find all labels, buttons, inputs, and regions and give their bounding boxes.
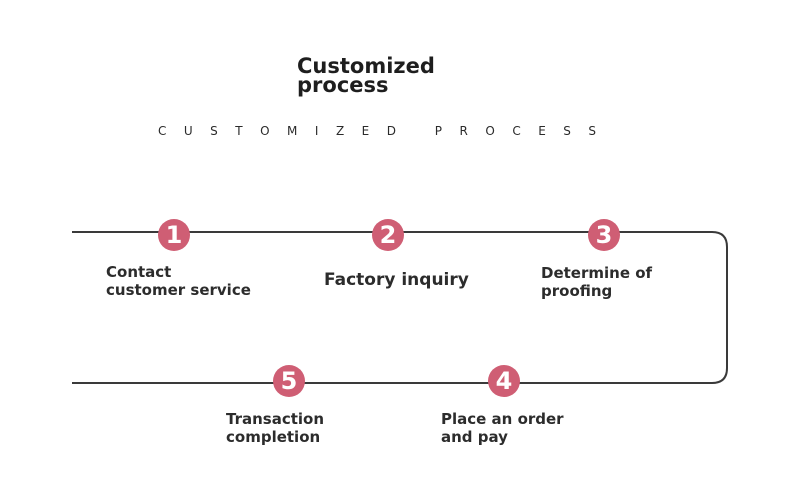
flow-path [72,231,728,384]
page-title: Customized process [297,54,435,97]
step-5-label: Transaction completion [226,410,325,446]
step-3-label: Determine of proofing [541,264,653,300]
step-1-number: 1 [158,219,190,251]
step-2-number: 2 [372,219,404,251]
step-5-number: 5 [273,365,305,397]
step-1-label: Contact customer service [106,263,251,299]
step-3-number: 3 [588,219,620,251]
step-2-label: Factory inquiry [324,270,469,290]
step-4-label: Place an order and pay [441,410,564,446]
page-subtitle: CUSTOMIZED PROCESS [158,124,614,138]
step-4-number: 4 [488,365,520,397]
